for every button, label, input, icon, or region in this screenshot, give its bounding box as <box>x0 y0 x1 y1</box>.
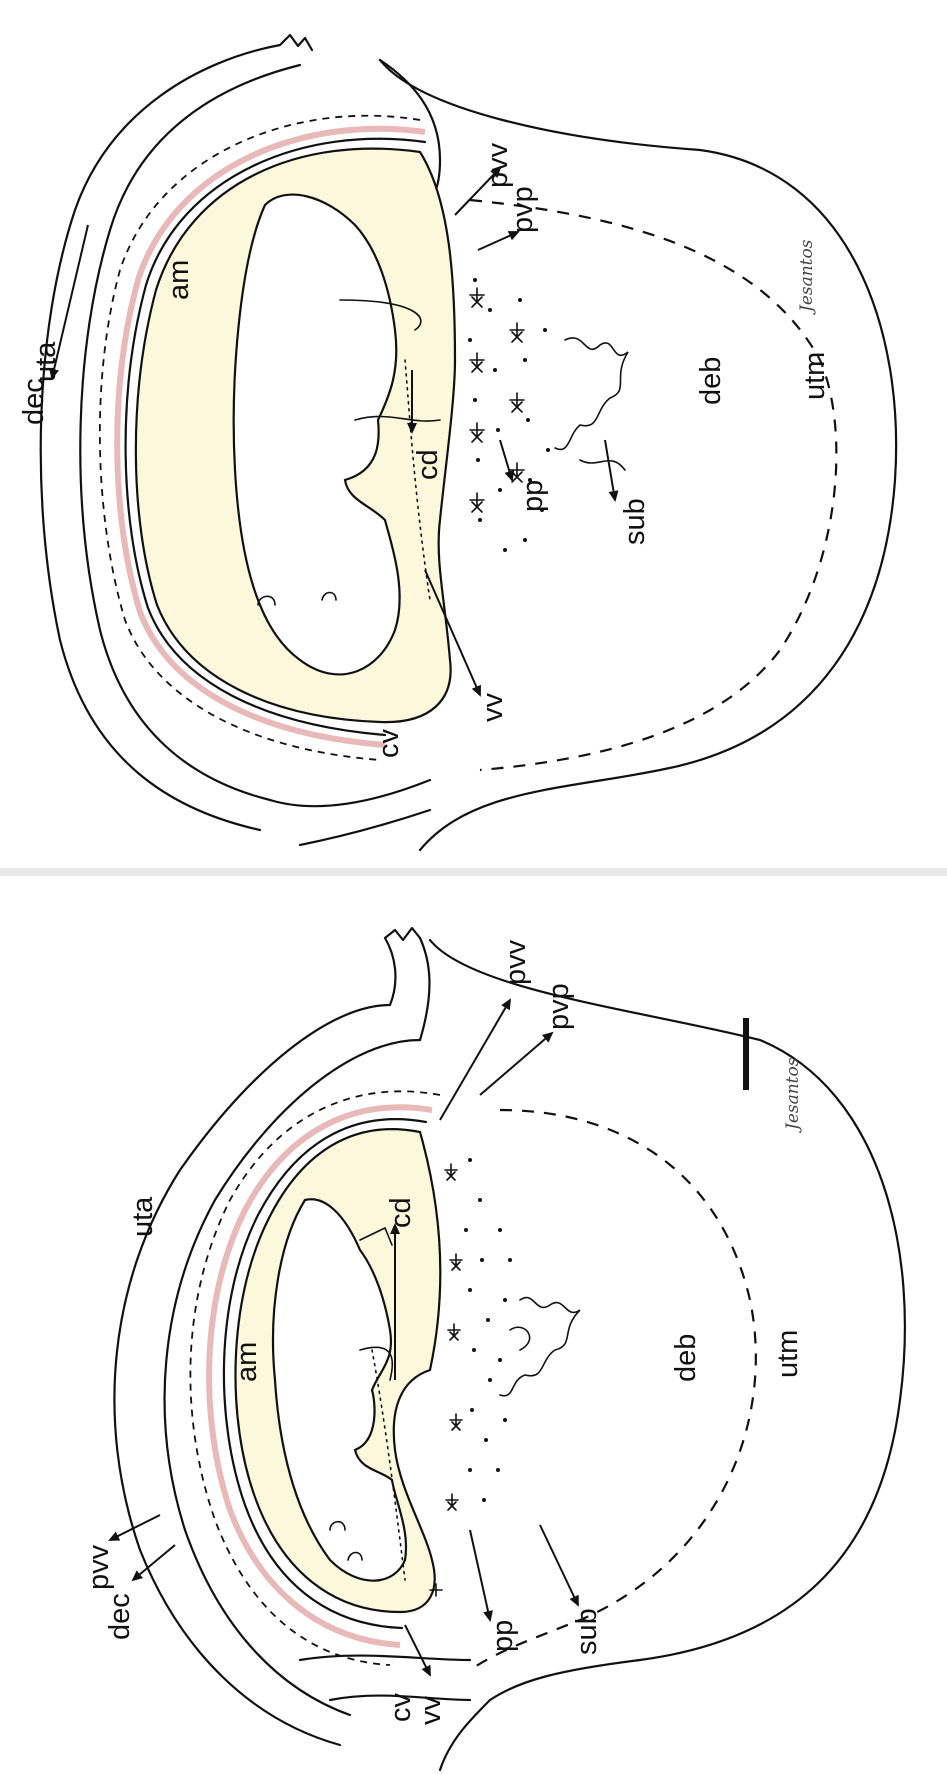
upper-label-vv: vv <box>477 693 509 723</box>
lower-arrow-pvv-right <box>440 1000 510 1120</box>
lower-subplacenta <box>500 1298 580 1396</box>
panel-lower: uta am cd deb utm pvv pvp pvv dec cv vv … <box>83 928 905 1770</box>
lower-label-sub: sub <box>571 1608 603 1655</box>
lower-cervix-top <box>385 938 429 1040</box>
upper-villi-clusters <box>470 288 524 512</box>
upper-label-pvp: pvp <box>507 186 539 233</box>
panel-divider <box>0 868 947 876</box>
lower-label-pvv-left: pvv <box>83 1544 115 1590</box>
upper-signature: Jesantos <box>797 239 817 315</box>
lower-arrow-sub <box>540 1525 578 1605</box>
lower-label-uta: uta <box>127 1196 159 1237</box>
lower-label-pvv-right: pvv <box>500 939 532 985</box>
upper-label-pvv: pvv <box>482 142 514 188</box>
panel-upper: uta am cd deb utm pvv pvp dec cv vv pp s… <box>18 35 896 850</box>
upper-cervix-bottom <box>270 780 430 845</box>
upper-label-pp: pp <box>517 480 549 512</box>
lower-placenta-dots <box>464 1158 512 1502</box>
lower-label-pvp: pvp <box>543 983 575 1030</box>
lower-arrow-pp <box>470 1530 490 1620</box>
upper-arrow-pvp <box>478 232 518 250</box>
lower-label-am: am <box>231 1342 263 1382</box>
upper-label-utm: utm <box>799 352 831 400</box>
upper-arrow-pp <box>500 440 512 480</box>
lower-label-vv: vv <box>415 1696 447 1726</box>
upper-decidua-basalis-outline <box>380 60 896 850</box>
upper-label-cv: cv <box>373 729 405 759</box>
lower-arrow-vv <box>405 1625 430 1675</box>
lower-label-cv: cv <box>385 1693 417 1723</box>
upper-label-cd: cd <box>412 449 444 480</box>
lower-label-utm: utm <box>772 1330 804 1378</box>
lower-label-deb: deb <box>670 1334 702 1382</box>
lower-label-cd: cd <box>385 1197 417 1228</box>
upper-label-dec: dec <box>18 378 50 425</box>
lower-arrow-pvp <box>480 1033 552 1095</box>
upper-label-sub: sub <box>619 498 651 545</box>
upper-label-am: am <box>163 260 195 300</box>
upper-arrow-sub <box>605 440 615 500</box>
lower-utm-dashline <box>470 1110 756 1670</box>
lower-signature: Jesantos <box>783 1057 803 1133</box>
lower-label-dec: dec <box>104 1593 136 1640</box>
upper-subplacenta <box>555 338 628 470</box>
upper-label-uta: uta <box>30 341 62 382</box>
lower-label-pp: pp <box>487 1620 519 1652</box>
upper-label-deb: deb <box>695 357 727 405</box>
